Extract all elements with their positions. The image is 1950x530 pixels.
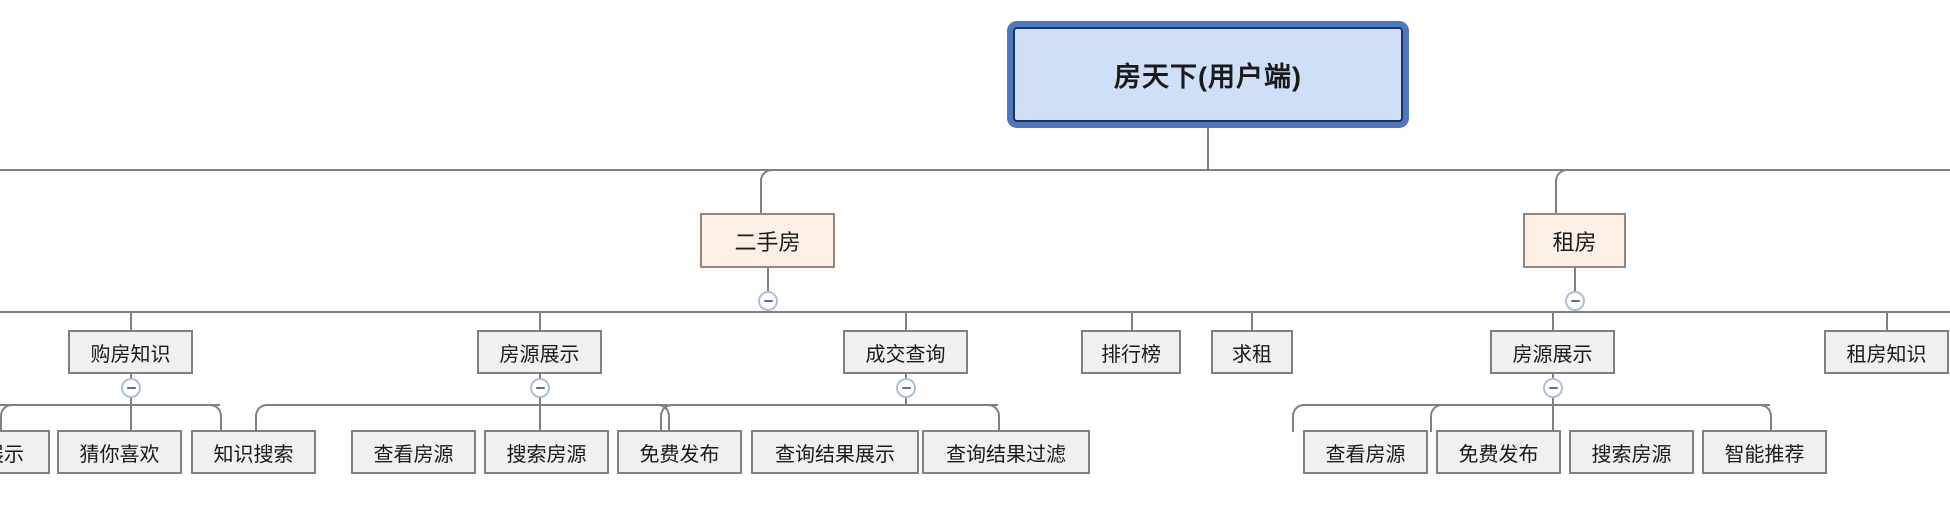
branch-node-ershoufang[interactable]: 二手房 [700, 213, 835, 268]
node-label: 搜索房源 [1591, 443, 1672, 466]
connector-elbow-b-mianfeifabu [1430, 404, 1444, 432]
node-label: 房源展示 [1512, 343, 1593, 366]
connector-elbow-b-chakanfangyuan [1292, 404, 1306, 432]
leaf-node-b-zhinengtuijian[interactable]: 智能推荐 [1702, 430, 1827, 474]
leaf-node-a-chakanfangyuan[interactable]: 查看房源 [351, 430, 476, 474]
connector-chengjiaochaxun-bus-left [670, 404, 905, 406]
minus-glyph [901, 387, 911, 389]
collapse-minus-icon-zufang[interactable] [1565, 291, 1585, 311]
connector-zufang-stem [1574, 268, 1576, 303]
node-goufang-zhishi[interactable]: 购房知识 [68, 330, 193, 374]
leaf-node-chaxunjieguoguolv[interactable]: 查询结果过滤 [922, 430, 1090, 474]
node-label: 猜你喜欢 [79, 443, 160, 466]
connector-elbow-ershoufang [760, 169, 780, 215]
minus-glyph [763, 300, 773, 302]
leaf-node-b-sousuofangyuan[interactable]: 搜索房源 [1569, 430, 1694, 474]
node-label: 成交查询 [865, 343, 946, 366]
minus-glyph [1570, 300, 1580, 302]
collapse-minus-icon-chengjiaochaxun[interactable] [896, 378, 916, 398]
connector-drop-b-sousuofangyuan [1552, 404, 1554, 430]
connector-goufangzhishi-bus [0, 404, 220, 406]
node-paihangbang[interactable]: 排行榜 [1081, 330, 1181, 374]
collapse-minus-icon-a-fangyuanzhanshi[interactable] [530, 378, 550, 398]
connector-b-fangyuanzhanshi-bus-right [1552, 404, 1770, 406]
branch-node-label: 二手房 [734, 229, 801, 255]
node-label: 知识搜索 [213, 443, 294, 466]
minus-glyph [126, 387, 136, 389]
connector-chengjiaochaxun-bus-right [905, 404, 998, 406]
branch-node-zufang[interactable]: 租房 [1523, 213, 1626, 268]
collapse-minus-icon-goufangzhishi[interactable] [121, 378, 141, 398]
node-a-fangyuan-zhanshi[interactable]: 房源展示 [477, 330, 602, 374]
node-qiuzu[interactable]: 求租 [1211, 330, 1293, 374]
leaf-node-b-mianfeifabu[interactable]: 免费发布 [1436, 430, 1561, 474]
leaf-node-a-sousuofangyuan[interactable]: 搜索房源 [484, 430, 609, 474]
connector-level1-bus [0, 169, 1950, 171]
connector-ershoufang-stem [767, 268, 769, 303]
leaf-node-b-chakanfangyuan[interactable]: 查看房源 [1303, 430, 1428, 474]
connector-elbow-zufang [1555, 169, 1575, 215]
leaf-node-cainixihuan[interactable]: 猜你喜欢 [57, 430, 182, 474]
connector-a-fangyuanzhanshi-bus-left [265, 404, 539, 406]
leaf-node-zhishisousuo[interactable]: 知识搜索 [191, 430, 316, 474]
leaf-node-chaxunjieguozhanshi[interactable]: 查询结果展示 [751, 430, 919, 474]
node-label: 搜索房源 [506, 443, 587, 466]
node-label: 查看房源 [1325, 443, 1406, 466]
connector-level2-bus [0, 311, 1950, 313]
connector-elbow-chaxunjieguozhanshi [660, 404, 674, 432]
minus-glyph [1548, 387, 1558, 389]
connector-drop-a-sousuofangyuan [539, 404, 541, 430]
node-label: 求租 [1232, 343, 1272, 366]
connector-elbow-a-chakanfangyuan [255, 404, 269, 432]
node-label: 购房知识 [90, 343, 171, 366]
node-label: 查看房源 [373, 443, 454, 466]
node-label: 展示 [0, 443, 24, 466]
node-label: 查询结果展示 [775, 443, 895, 466]
minus-glyph [535, 387, 545, 389]
root-node-label: 房天下(用户端) [1114, 62, 1302, 92]
node-label: 查询结果过滤 [946, 443, 1066, 466]
leaf-node-a-mianfeifabu[interactable]: 免费发布 [617, 430, 742, 474]
collapse-minus-icon-b-fangyuanzhanshi[interactable] [1543, 378, 1563, 398]
connector-a-fangyuanzhanshi-bus-right [539, 404, 668, 406]
node-zufang-zhishi[interactable]: 租房知识 [1824, 330, 1949, 374]
connector-drop-cainixihuan [130, 404, 132, 430]
node-label: 免费发布 [1458, 443, 1539, 466]
node-chengjiao-chaxun[interactable]: 成交查询 [843, 330, 968, 374]
leaf-node-zhanshi-clipped[interactable]: 展示 [0, 430, 50, 474]
connector-elbow-chaxunjieguoguolv [986, 404, 1000, 432]
connector-elbow-zhanshi-clipped [0, 404, 14, 432]
connector-elbow-b-zhinengtuijian [1758, 404, 1772, 432]
node-b-fangyuan-zhanshi[interactable]: 房源展示 [1490, 330, 1615, 374]
root-node-fangtianxia[interactable]: 房天下(用户端) [1013, 27, 1403, 122]
node-label: 智能推荐 [1724, 443, 1805, 466]
connector-root-stem [1207, 128, 1209, 169]
node-label: 租房知识 [1846, 343, 1927, 366]
branch-node-label: 租房 [1552, 229, 1597, 255]
connector-elbow-zhishisousuo [208, 404, 222, 432]
node-label: 排行榜 [1101, 343, 1161, 366]
connector-elbow-a-mianfeifabu [656, 404, 670, 432]
collapse-minus-icon-ershoufang[interactable] [758, 291, 778, 311]
node-label: 房源展示 [499, 343, 580, 366]
node-label: 免费发布 [639, 443, 720, 466]
connector-b-fangyuanzhanshi-bus-left [1302, 404, 1552, 406]
